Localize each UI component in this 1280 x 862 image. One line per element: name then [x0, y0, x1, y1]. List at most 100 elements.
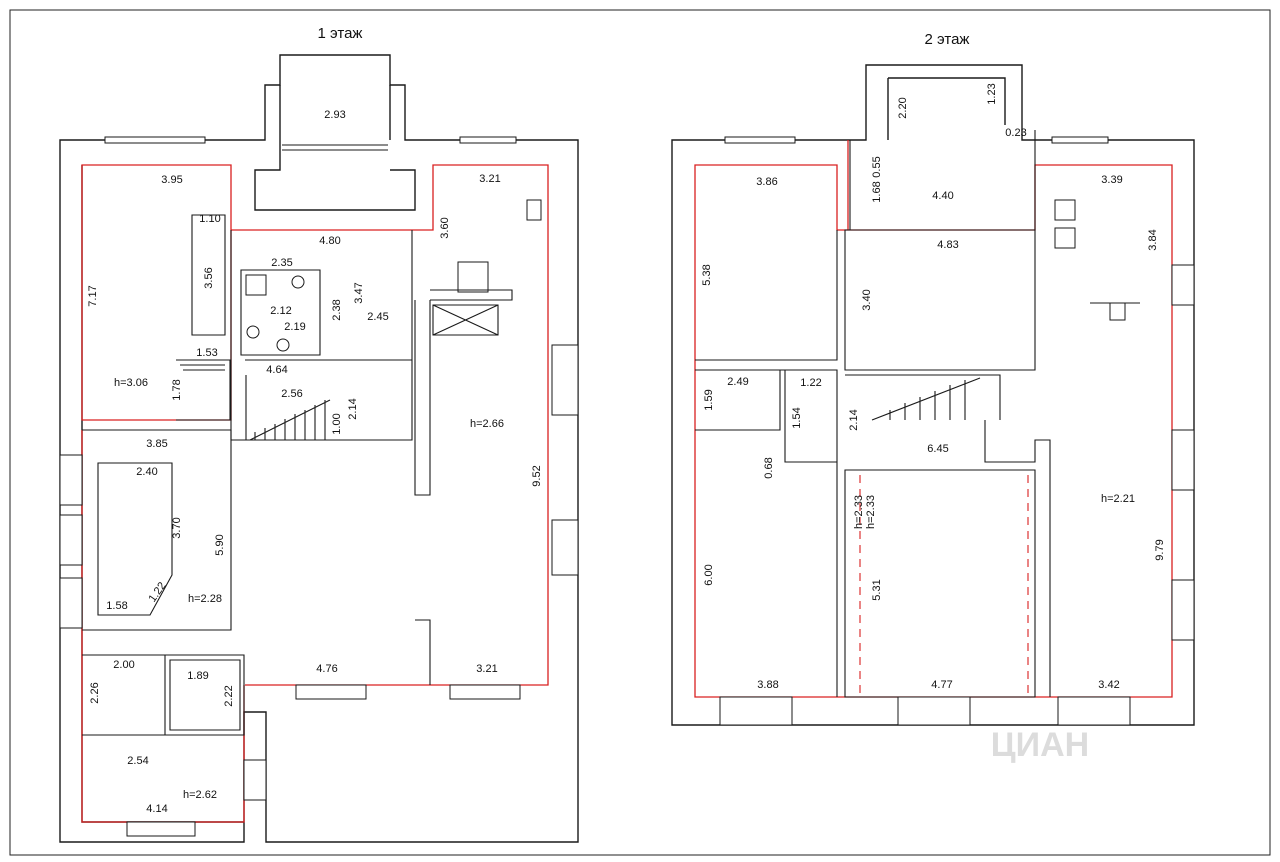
room-height-label: h=3.06 — [114, 377, 148, 389]
dim-label: 1.54 — [791, 407, 803, 428]
floor-2-outer-wall — [671, 64, 1195, 726]
dim-label: 3.60 — [439, 217, 451, 238]
window — [1051, 136, 1109, 144]
room-height-label: h=2.28 — [188, 593, 222, 605]
dim-label: 1.58 — [106, 600, 127, 612]
floor-1-staircase — [249, 399, 331, 441]
toilet-icon — [246, 325, 260, 339]
dim-label: 2.20 — [897, 97, 909, 118]
dim-label: 3.88 — [757, 679, 778, 691]
dim-label: 3.85 — [146, 438, 167, 450]
dim-label: 2.12 — [270, 305, 291, 317]
floor-1-title: 1 этаж — [318, 25, 363, 42]
room-1-1 — [81, 164, 232, 421]
dim-label: 1.23 — [986, 83, 998, 104]
dim-label: 2.56 — [281, 388, 302, 400]
floor-1-stair-landing — [176, 359, 231, 421]
dim-label: 2.35 — [271, 257, 292, 269]
sink-icon — [526, 199, 542, 221]
room-height-label: h=2.33 — [865, 495, 877, 529]
dim-label: 3.86 — [756, 176, 777, 188]
room-1-left-outline — [81, 430, 245, 823]
window — [1171, 429, 1195, 491]
floor-2-staircase — [871, 377, 981, 421]
toilet-icon — [291, 275, 305, 289]
window — [1171, 579, 1195, 641]
dim-label: 3.84 — [1147, 229, 1159, 250]
dim-label: 4.77 — [931, 679, 952, 691]
floor-2-title: 2 этаж — [925, 31, 970, 48]
dim-label: 0.68 — [763, 457, 775, 478]
window — [126, 821, 196, 837]
dim-label: 1.59 — [703, 389, 715, 410]
floor-1-partitions — [230, 230, 513, 496]
dim-label: 0.23 — [1005, 127, 1026, 139]
floor-2-slope-lines — [859, 475, 1029, 695]
window — [459, 136, 517, 144]
dim-label: 3.21 — [476, 663, 497, 675]
stove-icon — [457, 261, 489, 293]
floor-2-plan: 2 этаж 2.20 1.23 0.23 0.55 1.68 4.40 3.8… — [671, 31, 1195, 764]
window — [59, 577, 83, 629]
dim-label: 6.00 — [703, 564, 715, 585]
dim-label: 4.64 — [266, 364, 287, 376]
dim-label: 1.78 — [171, 379, 183, 400]
dim-label: 3.40 — [861, 289, 873, 310]
window — [719, 696, 793, 726]
window — [104, 136, 206, 144]
dim-label: 5.31 — [871, 579, 883, 600]
dim-label: 1.22 — [800, 377, 821, 389]
dim-label: 9.79 — [1154, 539, 1166, 560]
window — [1057, 696, 1131, 726]
room-height-label: h=2.33 — [853, 495, 865, 529]
washbasin-icon — [276, 338, 290, 352]
dim-label: 2.00 — [113, 659, 134, 671]
dim-label: 4.14 — [146, 803, 167, 815]
dim-label: 3.39 — [1101, 174, 1122, 186]
dim-label: 2.54 — [127, 755, 148, 767]
room-height-label: h=2.66 — [470, 418, 504, 430]
floor-1-rooms-left — [82, 429, 245, 736]
dim-label: 4.83 — [937, 239, 958, 251]
window — [897, 696, 971, 726]
shower-tray-icon — [1090, 302, 1140, 321]
dim-label: 4.80 — [319, 235, 340, 247]
room-height-label: h=2.62 — [183, 789, 217, 801]
dim-label: 9.52 — [531, 465, 543, 486]
dim-label: 2.38 — [331, 299, 343, 320]
washbasin-icon — [1054, 227, 1076, 249]
dim-label: 2.14 — [347, 398, 359, 419]
floor-1-plan: 1 этаж 2.93 3.95 3.21 1.10 3.56 7.17 4.8… — [59, 25, 579, 843]
floor-2-balcony-walls — [849, 130, 1036, 230]
dim-label: 4.40 — [932, 190, 953, 202]
room-2-outline — [694, 164, 1173, 698]
dim-label: 2.93 — [324, 109, 345, 121]
dim-label: 2.26 — [89, 682, 101, 703]
dim-label: 2.19 — [284, 321, 305, 333]
dim-label: 1.22 — [146, 580, 168, 604]
dim-label: 3.70 — [171, 517, 183, 538]
dim-label: 1.00 — [331, 413, 343, 434]
dim-label: 6.45 — [927, 443, 948, 455]
dim-label: 1.10 — [199, 213, 220, 225]
dim-label: 2.49 — [727, 376, 748, 388]
watermark: ЦИАН — [991, 726, 1089, 764]
window — [59, 514, 83, 566]
dim-label: 3.42 — [1098, 679, 1119, 691]
dim-label: 1.89 — [187, 670, 208, 682]
window — [1171, 264, 1195, 306]
floor-2-balcony-inner — [887, 77, 1006, 140]
floor-2-partitions — [695, 229, 1051, 698]
dim-label: 5.38 — [701, 264, 713, 285]
dim-label: 1.68 — [871, 181, 883, 202]
dim-label: 2.45 — [367, 311, 388, 323]
floor-1-chimney — [432, 304, 499, 336]
floor-1-bay-room — [97, 462, 173, 616]
dim-label: 2.22 — [223, 685, 235, 706]
floor-1-wardrobe — [191, 214, 226, 336]
dim-label: 3.47 — [353, 282, 365, 303]
window — [243, 759, 267, 801]
window — [449, 684, 521, 700]
dim-label: 1.53 — [196, 347, 217, 359]
